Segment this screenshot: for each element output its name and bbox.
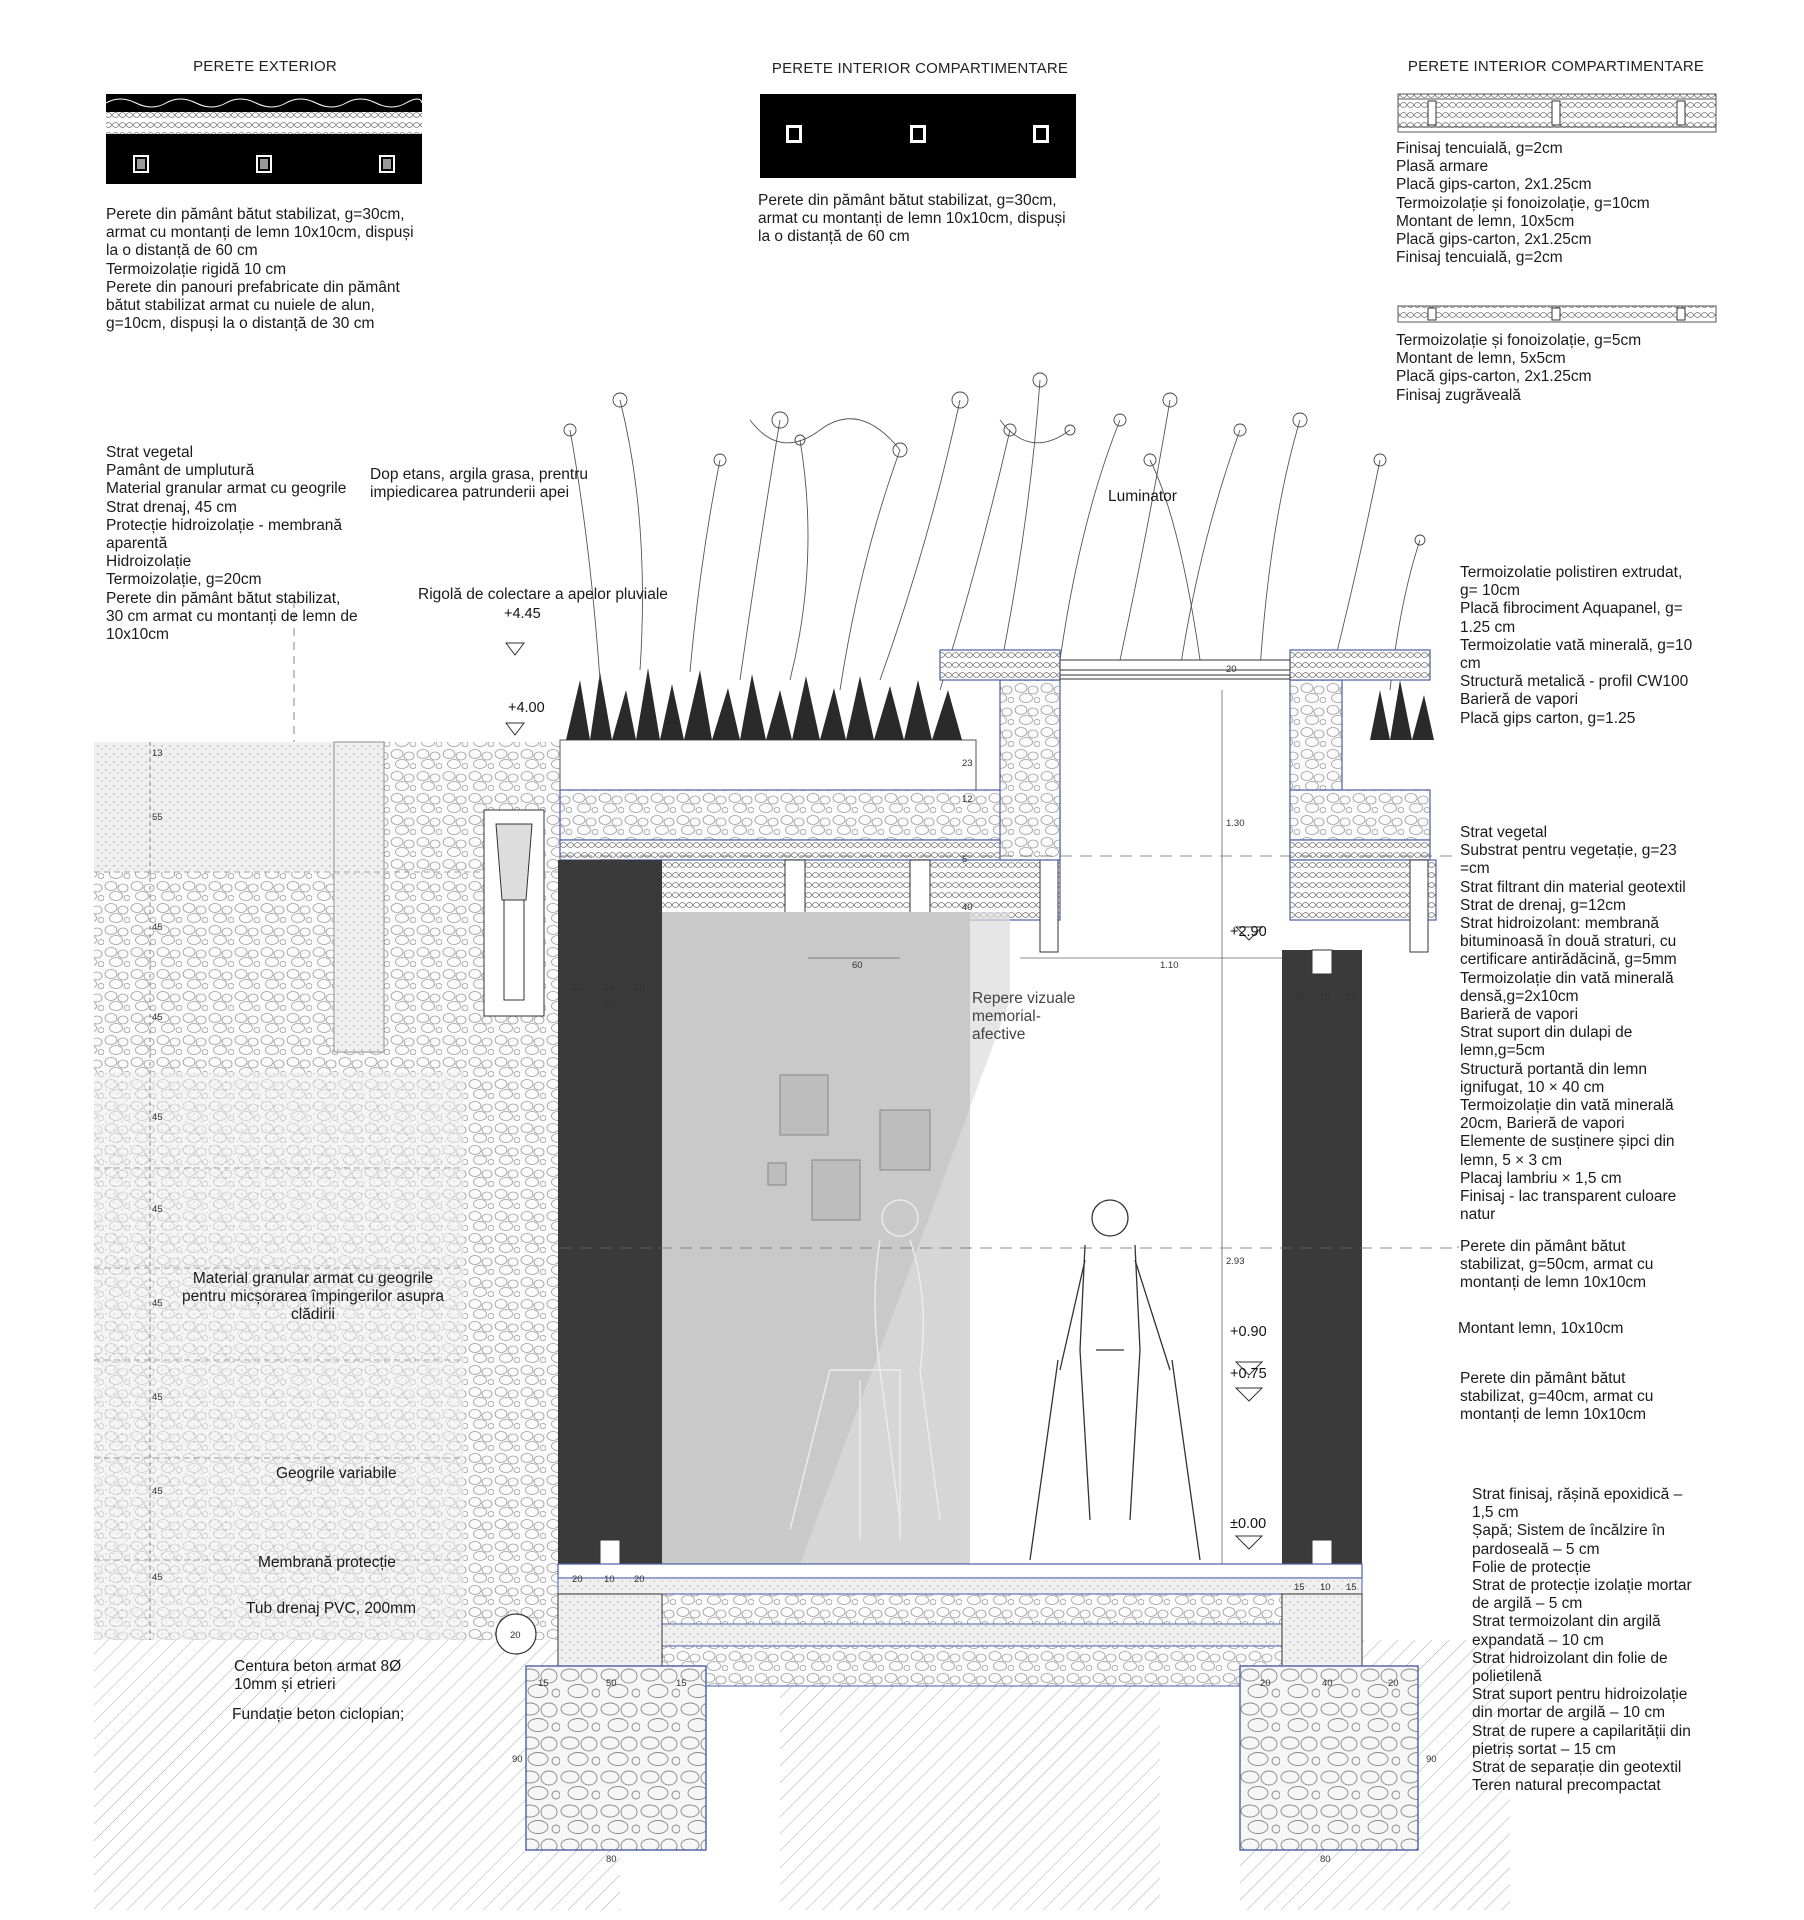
dim-45h: 45 <box>152 1572 163 1583</box>
dim-40b: 40 <box>1322 1678 1333 1689</box>
dim-15a: 15 <box>1294 992 1305 1003</box>
dim-15e: 15 <box>538 1678 549 1689</box>
header-exterior-wall: PERETE EXTERIOR <box>193 58 337 75</box>
dim-45g: 45 <box>152 1486 163 1497</box>
wall-sample-exterior <box>105 94 423 184</box>
montant-note: Montant lemn, 10x10cm <box>1458 1320 1624 1337</box>
dim-90a: 90 <box>512 1754 523 1765</box>
wall-sample-interior-center <box>760 94 1076 178</box>
dim-15d: 15 <box>1346 1582 1357 1593</box>
dim-20c: 20 <box>1226 664 1237 675</box>
wall-sample-interior-right-b <box>1397 305 1717 323</box>
header-interior-wall-center: PERETE INTERIOR COMPARTIMENTARE <box>771 60 1069 77</box>
dim-20h: 20 <box>510 1630 521 1641</box>
dim-5a: 5 <box>962 854 967 865</box>
membrana-note: Membrană protecție <box>258 1554 396 1571</box>
dim-80a: 80 <box>606 1854 617 1865</box>
interior-wall-center-notes: Perete din pământ bătut stabilizat, g=30… <box>758 192 1066 246</box>
rain-gutter <box>483 809 545 1017</box>
dim-10a: 10 <box>604 982 615 993</box>
floor-notes: Strat finisaj, rășină epoxidică –1,5 cm … <box>1472 1486 1692 1795</box>
dim-15f: 15 <box>676 1678 687 1689</box>
dim-50a: 50 <box>604 1000 615 1011</box>
dim-20e: 20 <box>634 1574 645 1585</box>
dim-45c: 45 <box>152 1112 163 1123</box>
figure-woman-walker <box>789 1199 941 1540</box>
wall-sample-interior-right-a <box>1397 93 1717 133</box>
earth-wall-right <box>1282 949 1362 1565</box>
dim-60: 60 <box>852 960 863 971</box>
skylight-notes: Termoizolatie polistiren extrudat,g= 10c… <box>1460 564 1693 727</box>
dim-45f: 45 <box>152 1392 163 1403</box>
dim-45e: 45 <box>152 1298 163 1309</box>
dim-20f: 20 <box>1260 1678 1271 1689</box>
level-075: +0.75 <box>1230 1366 1267 1382</box>
foundation-left <box>525 1665 707 1851</box>
dim-110: 1.10 <box>1160 960 1179 971</box>
dim-80b: 80 <box>1320 1854 1331 1865</box>
dim-130: 1.30 <box>1226 818 1245 829</box>
level-290: +2.90 <box>1230 924 1267 940</box>
dim-20d: 20 <box>572 1574 583 1585</box>
floor-slab <box>557 1563 1363 1687</box>
dim-13: 13 <box>152 748 163 759</box>
dim-12: 12 <box>962 794 973 805</box>
dim-45d: 45 <box>152 1204 163 1215</box>
drain-pipe <box>495 1613 537 1655</box>
exterior-wall-notes: Perete din pământ bătut stabilizat, g=30… <box>106 206 414 333</box>
fundatie-note: Fundație beton ciclopian; <box>232 1706 405 1723</box>
dim-20g: 20 <box>1388 1678 1399 1689</box>
dimension-lines <box>149 600 1460 1640</box>
rigola-note: Rigolă de colectare a apelor pluviale <box>418 586 668 603</box>
dim-45b: 45 <box>152 1012 163 1023</box>
level-000: ±0.00 <box>1230 1516 1267 1532</box>
roof-slab <box>559 649 1437 953</box>
dim-55: 55 <box>152 812 163 823</box>
dim-15c: 15 <box>1294 1582 1305 1593</box>
dim-10d: 10 <box>1320 1582 1331 1593</box>
dimension-labels: 13 55 45 45 45 45 45 45 45 45 20 10 20 5… <box>152 664 1437 1865</box>
level-markers <box>505 642 1264 1550</box>
dim-23: 23 <box>962 758 973 769</box>
figure-man-crutches <box>1029 1199 1201 1561</box>
geogrile-note: Geogrile variabile <box>276 1465 397 1482</box>
dim-40a: 40 <box>962 902 973 913</box>
level-445: +4.45 <box>504 606 541 622</box>
earth-wall-left <box>558 860 662 1565</box>
luminator-label: Luminator <box>1108 488 1177 505</box>
dim-293: 2.93 <box>1226 1256 1245 1267</box>
dim-20b: 20 <box>634 982 645 993</box>
dim-10c: 10 <box>604 1574 615 1585</box>
header-interior-wall-right: PERETE INTERIOR COMPARTIMENTARE <box>1407 58 1705 75</box>
dim-20a: 20 <box>572 982 583 993</box>
level-400: +4.00 <box>508 700 545 716</box>
foundation-right <box>1239 1665 1419 1851</box>
dim-90b: 90 <box>1426 1754 1437 1765</box>
green-roof-vegetation <box>559 372 1434 791</box>
level-090: +0.90 <box>1230 1324 1267 1340</box>
interior-space <box>662 912 1010 1564</box>
dim-50b: 50 <box>606 1678 617 1689</box>
dim-10b: 10 <box>1320 992 1331 1003</box>
tub-drenaj-note: Tub drenaj PVC, 200mm <box>246 1600 417 1617</box>
dim-45a: 45 <box>152 922 163 933</box>
dim-15b: 15 <box>1346 992 1357 1003</box>
